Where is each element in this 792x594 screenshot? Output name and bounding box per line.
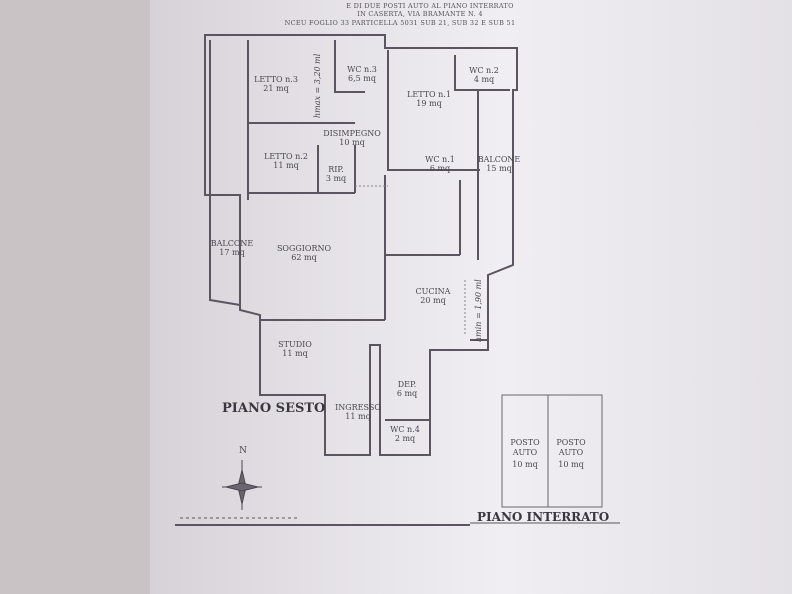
parking-outline xyxy=(501,394,603,508)
compass-north-label: N xyxy=(239,446,247,456)
compass-rose-icon xyxy=(222,460,262,510)
height-max-label: hmax = 3,20 ml xyxy=(313,53,322,118)
floor-label-piano-sesto: PIANO SESTO xyxy=(222,401,326,416)
paper-sheet xyxy=(150,0,792,594)
floor-label-piano-interrato: PIANO INTERRATO xyxy=(477,510,610,524)
header-line-2: IN CASERTA, VIA BRAMANTE N. 4 xyxy=(357,10,483,18)
header-line-1: E DI DUE POSTI AUTO AL PIANO INTERRATO xyxy=(346,2,514,10)
height-min-label: hmin = 1,90 ml xyxy=(474,279,483,342)
header-line-3: NCEU FOGLIO 33 PARTICELLA 5031 SUB 21, S… xyxy=(284,19,516,27)
